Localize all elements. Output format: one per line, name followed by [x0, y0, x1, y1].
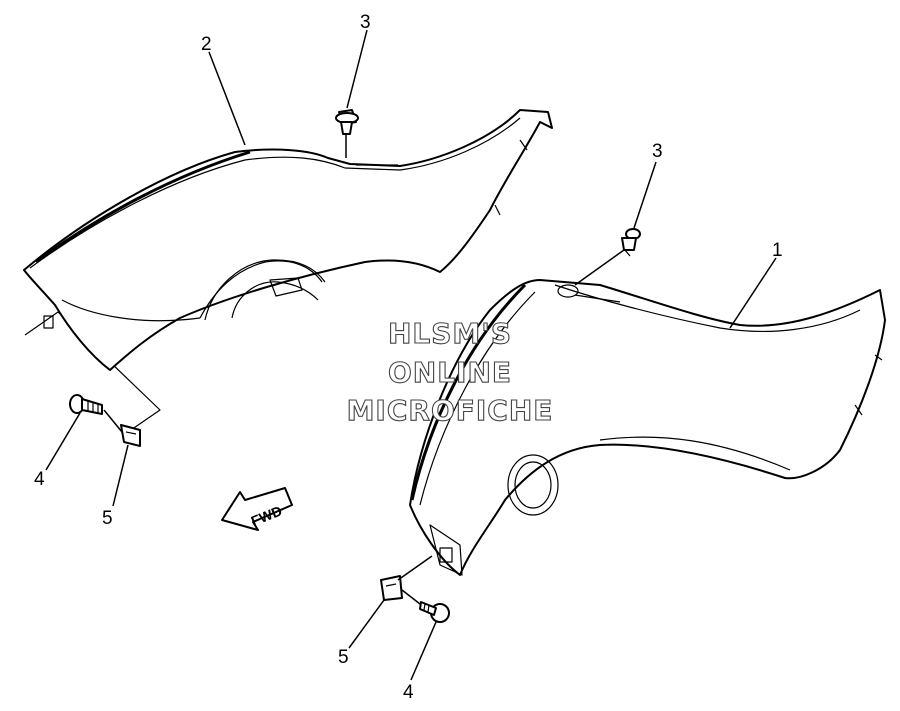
rivet-right-axis: [574, 249, 625, 286]
callout-4-bottom: 4: [403, 682, 414, 703]
leader-1: [729, 257, 777, 329]
clip-right-mount: [439, 547, 453, 563]
arrow-tab: [269, 277, 303, 297]
callout-5-left: 5: [102, 508, 113, 529]
watermark-line-3: MICROFICHE: [347, 394, 554, 427]
clip-nut-bottom[interactable]: [380, 575, 403, 601]
side-cover-right[interactable]: [409, 279, 886, 576]
callout-3-top: 3: [360, 12, 371, 33]
callout-5-bottom: 5: [338, 647, 349, 668]
forward-direction-arrow: FWD: [221, 487, 293, 531]
watermark-line-1: HLSM'S: [388, 317, 512, 350]
screw-left[interactable]: [69, 394, 103, 415]
clip-left-mount: [43, 315, 54, 329]
screw-bottom[interactable]: [419, 601, 450, 623]
watermark-line-2: ONLINE: [388, 356, 512, 389]
callout-1: 1: [772, 240, 783, 261]
leader-5-left: [112, 444, 129, 507]
callout-4-left: 4: [34, 469, 45, 490]
screw-bottom-axis: [401, 589, 421, 605]
leader-2: [208, 51, 246, 146]
push-rivet-right[interactable]: [621, 228, 641, 257]
leader-4-bottom: [410, 621, 437, 681]
leader-5-bottom: [348, 599, 385, 649]
screw-left-axis: [103, 409, 123, 433]
callout-2: 2: [201, 34, 212, 55]
watermark: HLSM'S ONLINE MICROFICHE: [346, 316, 554, 427]
leader-3-top: [346, 29, 368, 109]
clip-nut-left[interactable]: [120, 424, 141, 447]
side-cover-left[interactable]: [23, 109, 553, 433]
leader-4-left: [45, 412, 81, 471]
clip-bottom-axis: [397, 555, 433, 581]
leader-3-right: [633, 161, 657, 229]
circular-port: [507, 454, 559, 516]
callout-3-right: 3: [652, 141, 663, 162]
push-rivet-top[interactable]: [335, 109, 359, 135]
